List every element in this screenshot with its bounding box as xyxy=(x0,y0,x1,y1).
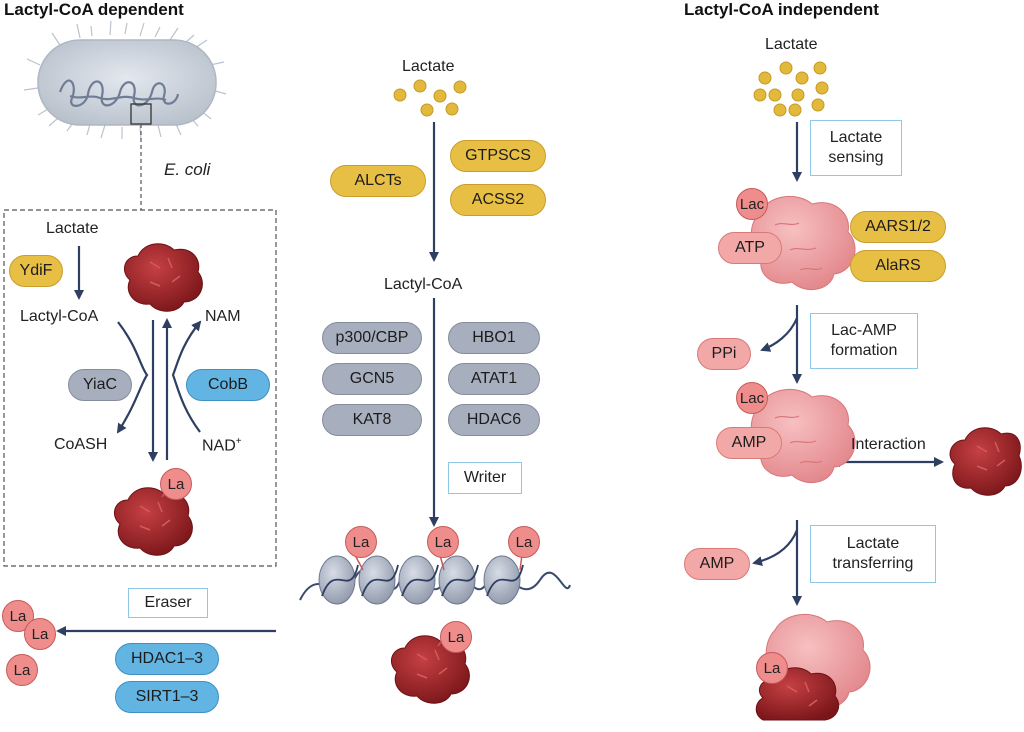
eraser-box: Eraser xyxy=(128,588,208,618)
right-lactate-label: Lactate xyxy=(765,36,818,53)
writer-kat8: KAT8 xyxy=(322,404,422,436)
la-histone-3: La xyxy=(508,526,540,558)
nucleosome-array-icon xyxy=(299,554,571,605)
amp-pill-bound: AMP xyxy=(716,427,782,459)
left-lactyl-coa-label: Lactyl-CoA xyxy=(20,308,99,325)
ydif-enzyme: YdiF xyxy=(9,255,63,287)
la-histone-1: La xyxy=(345,526,377,558)
writer-hdac6: HDAC6 xyxy=(448,404,540,436)
la-protein-middle: La xyxy=(440,621,472,653)
middle-lactyl-coa-label: Lactyl-CoA xyxy=(384,276,463,293)
la-free-2: La xyxy=(24,618,56,650)
header-lactyl-coa-dependent: Lactyl-CoA dependent xyxy=(4,0,184,19)
protein-icon-right-interaction xyxy=(949,427,1022,496)
atp-pill: ATP xyxy=(718,232,782,264)
nam-label: NAM xyxy=(205,308,241,325)
writer-p300-cbp: p300/CBP xyxy=(322,322,422,354)
header-lactyl-coa-independent: Lactyl-CoA independent xyxy=(684,0,879,19)
yiac-enzyme: YiaC xyxy=(68,369,132,401)
coash-label: CoASH xyxy=(54,436,108,453)
lac-badge-1: Lac xyxy=(736,188,768,220)
alcts-enzyme: ALCTs xyxy=(330,165,426,197)
protein-icon-left-top xyxy=(123,243,203,312)
acss2-enzyme: ACSS2 xyxy=(450,184,546,216)
lac-badge-2: Lac xyxy=(736,382,768,414)
alars-enzyme: AlaRS xyxy=(850,250,946,282)
ecoli-label: E. coli xyxy=(164,160,211,179)
aars1-2-enzyme: AARS1/2 xyxy=(850,211,946,243)
la-badge-left: La xyxy=(160,468,192,500)
ppi-pill: PPi xyxy=(697,338,751,370)
amp-pill-released: AMP xyxy=(684,548,750,580)
lactate-dots-right xyxy=(753,61,829,117)
left-lactate-label: Lactate xyxy=(46,220,99,237)
la-protein-right: La xyxy=(756,652,788,684)
inset-dashed-box xyxy=(3,209,277,567)
cobb-enzyme: CobB xyxy=(186,369,270,401)
ecoli-cell-icon xyxy=(23,20,227,141)
lactate-dots-middle xyxy=(393,79,467,117)
writer-gcn5: GCN5 xyxy=(322,363,422,395)
writer-hbo1: HBO1 xyxy=(448,322,540,354)
hdac1-3-enzyme: HDAC1–3 xyxy=(115,643,219,675)
middle-lactate-label: Lactate xyxy=(402,58,455,75)
writer-box: Writer xyxy=(448,462,522,494)
la-histone-2: La xyxy=(427,526,459,558)
enzyme-aars-icon-1 xyxy=(750,195,856,290)
nad-label: NAD+ xyxy=(202,436,242,455)
la-free-3: La xyxy=(6,654,38,686)
sirt1-3-enzyme: SIRT1–3 xyxy=(115,681,219,713)
writer-atat1: ATAT1 xyxy=(448,363,540,395)
gtpscs-enzyme: GTPSCS xyxy=(450,140,546,172)
interaction-label: Interaction xyxy=(851,436,926,453)
